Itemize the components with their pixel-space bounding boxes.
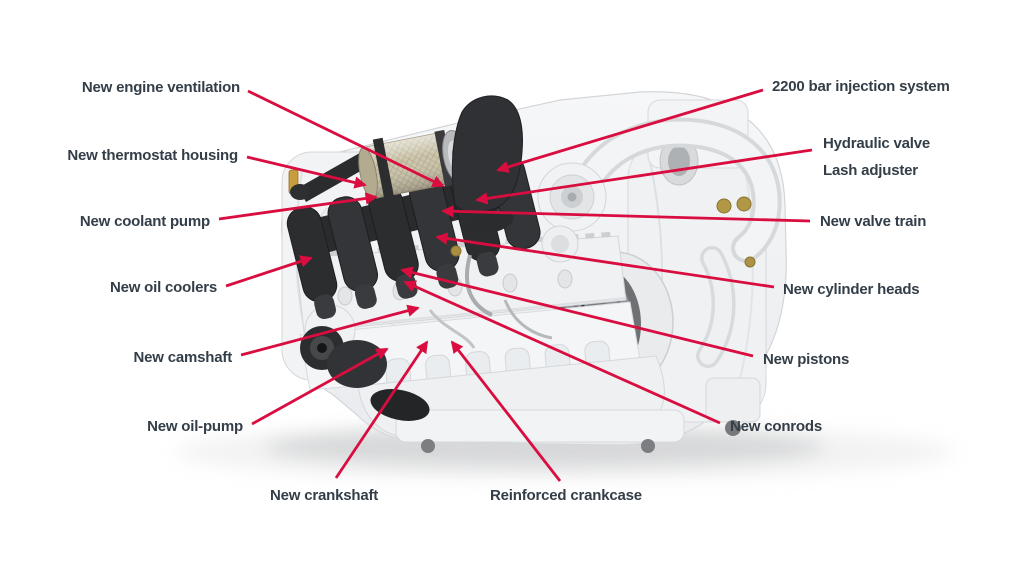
label-reinforced-crankcase: Reinforced crankcase — [490, 487, 642, 504]
leader-line-crankshaft — [334, 340, 429, 479]
leader-line-oil-coolers — [225, 255, 313, 288]
coolant-hoses — [428, 254, 553, 349]
leader-line-pistons — [400, 266, 754, 358]
leader-line-thermostat-housing — [246, 155, 367, 189]
label-crankshaft: New crankshaft — [270, 487, 379, 504]
leader-line-camshaft — [240, 304, 420, 357]
label-hydraulic-valve-line1: Hydraulic valve — [823, 135, 931, 152]
label-thermostat-housing: New thermostat housing — [67, 147, 238, 164]
label-injection-system: 2200 bar injection system — [772, 78, 950, 95]
label-hydraulic-valve-line2: Lash adjuster — [823, 162, 918, 179]
label-conrods: New conrods — [730, 418, 822, 435]
leader-line-valve-train — [441, 205, 811, 223]
leader-line-engine-ventilation — [247, 89, 445, 188]
leader-line-reinforced-crankcase — [450, 340, 562, 482]
leader-line-cylinder-heads — [435, 232, 775, 289]
label-oil-coolers: New oil coolers — [109, 279, 217, 296]
leader-line-conrods — [403, 280, 721, 425]
mounting-bracket — [705, 377, 761, 436]
strap-anchor — [290, 184, 310, 200]
leader-line-coolant-pump — [218, 192, 378, 221]
label-engine-ventilation: New engine ventilation — [81, 79, 240, 96]
label-camshaft: New camshaft — [133, 349, 233, 366]
label-hydraulic-valve-lash-adjuster: Hydraulic valve Lash adjuster — [823, 130, 930, 184]
label-pistons: New pistons — [763, 351, 850, 368]
leader-line-oil-pump — [251, 347, 389, 426]
label-valve-train: New valve train — [820, 213, 927, 230]
label-oil-pump: New oil-pump — [147, 418, 243, 435]
label-coolant-pump: New coolant pump — [79, 213, 210, 230]
leader-line-injection-system — [496, 88, 764, 173]
starter-motor — [370, 389, 430, 421]
brass-fittings — [450, 196, 756, 268]
leader-lines — [218, 88, 813, 482]
leader-line-hydraulic-valve-lash-adjuster — [475, 148, 813, 205]
label-cylinder-heads: New cylinder heads — [783, 281, 920, 298]
intake-duct — [451, 95, 523, 234]
